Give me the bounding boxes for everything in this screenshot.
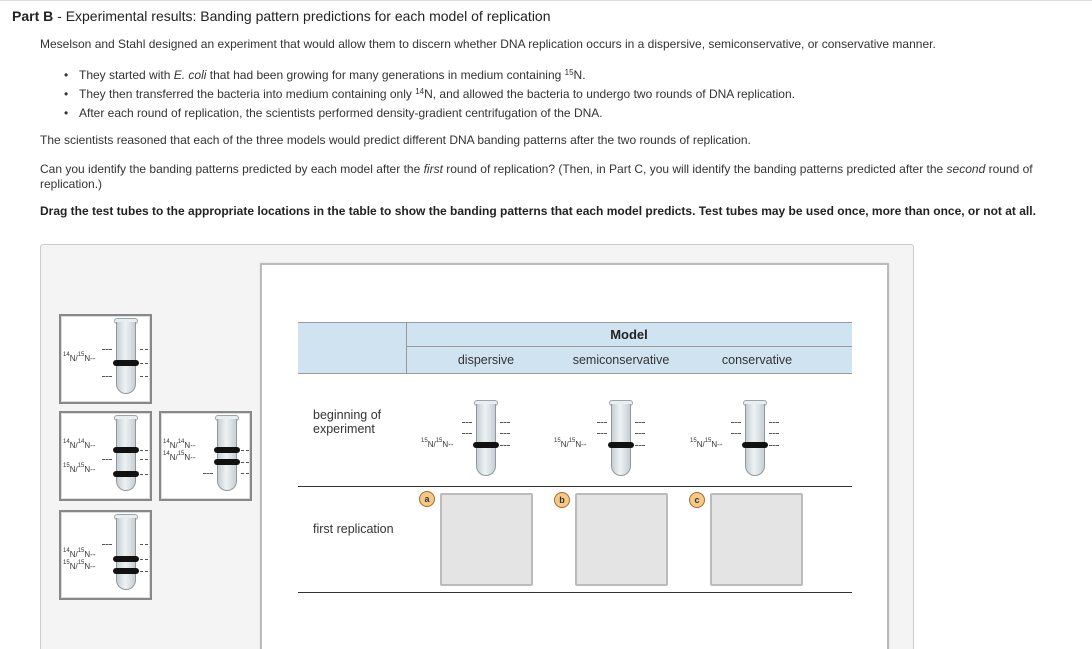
dna-band bbox=[113, 568, 139, 574]
drop-slot-semiconservative[interactable] bbox=[575, 493, 668, 586]
dna-band bbox=[113, 471, 139, 477]
table-header: Model dispersive semiconservative conser… bbox=[298, 322, 852, 374]
dna-band bbox=[113, 447, 139, 453]
slot-marker-c: c bbox=[689, 492, 705, 508]
dna-band bbox=[608, 442, 634, 448]
instruction-text: Drag the test tubes to the appropriate l… bbox=[40, 204, 1036, 218]
dna-band bbox=[742, 442, 768, 448]
drop-slot-dispersive[interactable] bbox=[440, 493, 533, 586]
page-title: Part B - Experimental results: Banding p… bbox=[12, 8, 551, 24]
bullet-item: After each round of replication, the sci… bbox=[64, 105, 795, 124]
top-divider bbox=[0, 0, 1092, 1]
band-label: 15N/15N-- bbox=[690, 438, 723, 449]
band-label: 14N/15N-- bbox=[163, 451, 196, 462]
row-label-beginning: beginning of experiment bbox=[313, 408, 382, 436]
band-label: 14N/14N-- bbox=[63, 439, 96, 450]
question-text: Can you identify the banding patterns pr… bbox=[40, 162, 1033, 191]
slot-marker-a: a bbox=[419, 491, 435, 507]
bullet-item: They then transferred the bacteria into … bbox=[64, 86, 795, 105]
draggable-tube-tile-2[interactable]: 14N/14N-- 15N/15N-- bbox=[59, 411, 152, 501]
column-dispersive: dispersive bbox=[457, 353, 515, 367]
dna-band bbox=[113, 556, 139, 562]
model-header: Model bbox=[610, 327, 648, 342]
dna-band bbox=[473, 442, 499, 448]
row-divider bbox=[298, 486, 852, 487]
column-semiconservative: semiconservative bbox=[572, 353, 670, 367]
band-label: 15N/15N-- bbox=[554, 438, 587, 449]
drop-slot-conservative[interactable] bbox=[710, 493, 803, 586]
band-label: 15N/15N-- bbox=[421, 438, 454, 449]
part-title-text: Experimental results: Banding pattern pr… bbox=[65, 8, 551, 24]
title-separator: - bbox=[53, 8, 66, 24]
band-label: 14N/14N-- bbox=[163, 439, 196, 450]
row-divider bbox=[298, 592, 852, 593]
reasoning-text: The scientists reasoned that each of the… bbox=[40, 133, 751, 147]
band-label: 14N/15N-- bbox=[63, 548, 96, 559]
band-label: 15N/15N-- bbox=[63, 560, 96, 571]
bullet-list: They started with E. coli that had been … bbox=[64, 67, 795, 124]
band-label: 15N/15N-- bbox=[63, 463, 96, 474]
column-conservative: conservative bbox=[721, 353, 793, 367]
band-label: 14N/15N-- bbox=[63, 352, 96, 363]
dna-band bbox=[214, 447, 240, 453]
dna-band bbox=[113, 360, 139, 366]
slot-marker-b: b bbox=[554, 492, 570, 508]
draggable-tube-tile-3[interactable]: 14N/14N-- 14N/15N-- bbox=[159, 411, 252, 501]
bullet-item: They started with E. coli that had been … bbox=[64, 67, 795, 86]
draggable-tube-tile-4[interactable]: 14N/15N-- 15N/15N-- bbox=[59, 510, 152, 600]
dna-band bbox=[214, 459, 240, 465]
intro-text: Meselson and Stahl designed an experimen… bbox=[40, 37, 936, 51]
row-label-first-replication: first replication bbox=[313, 522, 394, 536]
part-label: Part B bbox=[12, 8, 54, 24]
draggable-tube-tile-1[interactable]: 14N/15N-- bbox=[59, 314, 152, 404]
